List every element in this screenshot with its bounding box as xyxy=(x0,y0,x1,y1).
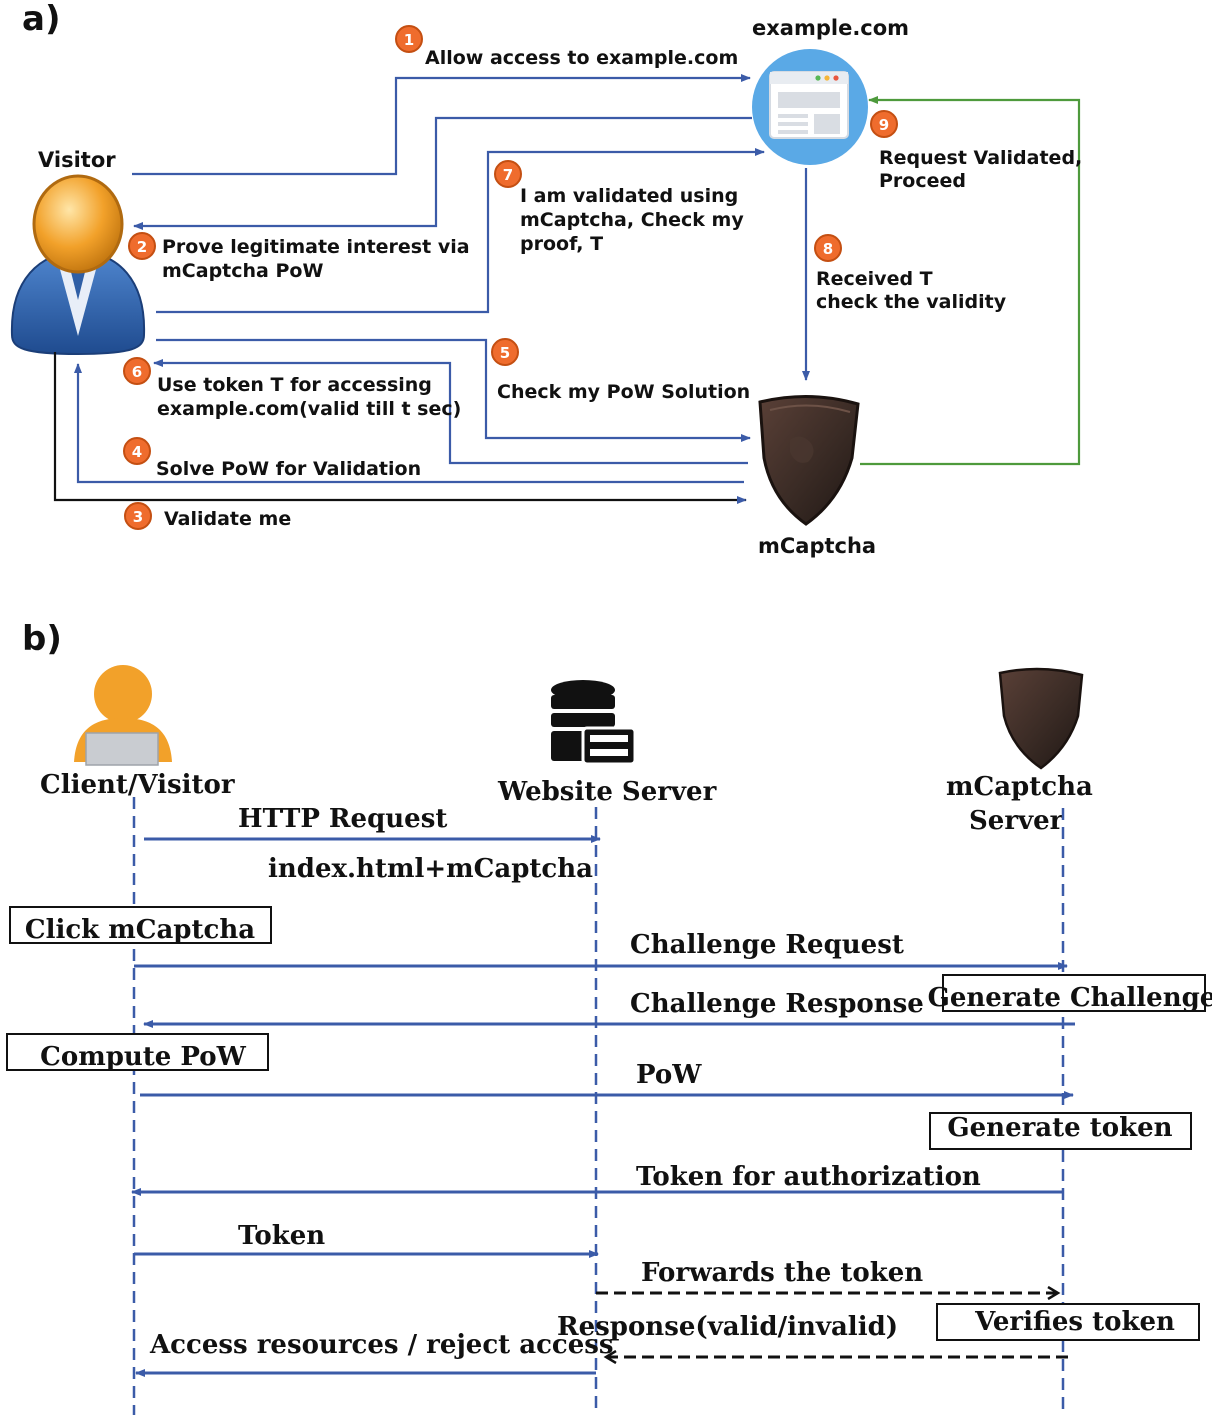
step-badge-6: 6 xyxy=(123,357,151,385)
http-request-label: HTTP Request xyxy=(238,804,447,834)
visitor-label: Visitor xyxy=(38,148,116,172)
arrow-step-5 xyxy=(156,338,751,442)
svg-text:Compute PoW: Compute PoW xyxy=(40,1042,246,1072)
website-browser-icon xyxy=(752,49,868,165)
panel-a-connectors xyxy=(53,74,1081,504)
arrow-step-2 xyxy=(133,116,752,230)
step-badge-4: 4 xyxy=(123,437,151,465)
step-6-text: Use token T for accessing example.com(va… xyxy=(157,374,461,420)
svg-text:1: 1 xyxy=(404,31,414,49)
step-badge-3: 3 xyxy=(124,502,152,530)
access-resources-label: Access resources / reject access xyxy=(149,1330,614,1360)
svg-text:Generate Challenge: Generate Challenge xyxy=(928,983,1212,1013)
step-7-text: I am validated using mCaptcha, Check my … xyxy=(520,185,750,255)
token-authorization-label: Token for authorization xyxy=(636,1162,981,1192)
website-label: example.com xyxy=(752,16,909,40)
token-label: Token xyxy=(238,1221,325,1251)
pow-label: PoW xyxy=(636,1060,702,1090)
arrow-step-9 xyxy=(860,96,1081,466)
step-2-text: Prove legitimate interest via mCaptcha P… xyxy=(162,236,476,282)
step-8-text: Received T check the validity xyxy=(816,268,1007,313)
mcaptcha-server-label: mCaptcha Server xyxy=(946,772,1102,836)
step-9-text: Request Validated, Proceed xyxy=(879,147,1089,192)
challenge-request-label: Challenge Request xyxy=(630,930,904,960)
arrow-step-7 xyxy=(156,148,765,314)
step-badge-2: 2 xyxy=(128,232,156,260)
response-valid-invalid-label: Response(valid/invalid) xyxy=(557,1312,898,1342)
website-server-database-icon xyxy=(551,680,637,766)
index-html-label: index.html+mCaptcha xyxy=(268,854,593,884)
arrow-step-1 xyxy=(132,74,751,176)
svg-text:6: 6 xyxy=(132,363,142,381)
step-1-text: Allow access to example.com xyxy=(425,47,738,69)
mcaptcha-shield-icon xyxy=(758,394,860,526)
svg-text:5: 5 xyxy=(500,344,510,362)
client-laptop-user-icon xyxy=(74,665,172,766)
box-click-mcaptcha: Click mCaptcha xyxy=(9,906,272,945)
challenge-response-label: Challenge Response xyxy=(630,989,924,1019)
box-verifies-token: Verifies token xyxy=(936,1303,1200,1341)
arrow-step-4 xyxy=(74,363,744,484)
svg-text:7: 7 xyxy=(503,166,513,184)
svg-text:3: 3 xyxy=(133,508,143,526)
svg-text:Verifies token: Verifies token xyxy=(974,1307,1175,1337)
step-badge-7: 7 xyxy=(494,160,522,188)
box-compute-pow: Compute PoW xyxy=(6,1033,269,1072)
svg-text:8: 8 xyxy=(823,240,833,258)
box-generate-challenge: Generate Challenge xyxy=(928,974,1212,1013)
svg-text:Click mCaptcha: Click mCaptcha xyxy=(25,915,255,945)
arrow-step-3 xyxy=(53,352,747,504)
client-visitor-label: Client/Visitor xyxy=(40,770,235,800)
forwards-token-label: Forwards the token xyxy=(641,1258,923,1288)
step-3-text: Validate me xyxy=(164,508,291,530)
step-badge-8: 8 xyxy=(814,234,842,262)
website-server-label: Website Server xyxy=(497,777,717,807)
visitor-icon xyxy=(10,174,146,356)
step-4-text: Solve PoW for Validation xyxy=(156,458,421,480)
box-generate-token: Generate token xyxy=(929,1112,1192,1150)
step-badge-5: 5 xyxy=(491,338,519,366)
sequence-messages xyxy=(131,835,1075,1377)
svg-text:2: 2 xyxy=(137,238,147,256)
svg-text:Generate token: Generate token xyxy=(947,1113,1172,1143)
step-badge-1: 1 xyxy=(395,25,423,53)
panel-a-label: a) xyxy=(22,0,60,39)
svg-text:4: 4 xyxy=(132,443,142,461)
mcaptcha-server-shield-icon xyxy=(998,667,1084,770)
arrow-step-6 xyxy=(153,359,748,465)
mcaptcha-label: mCaptcha xyxy=(758,534,876,558)
panel-b-label: b) xyxy=(22,619,62,659)
svg-text:9: 9 xyxy=(879,116,889,134)
step-badge-9: 9 xyxy=(870,110,898,138)
step-5-text: Check my PoW Solution xyxy=(497,381,750,403)
